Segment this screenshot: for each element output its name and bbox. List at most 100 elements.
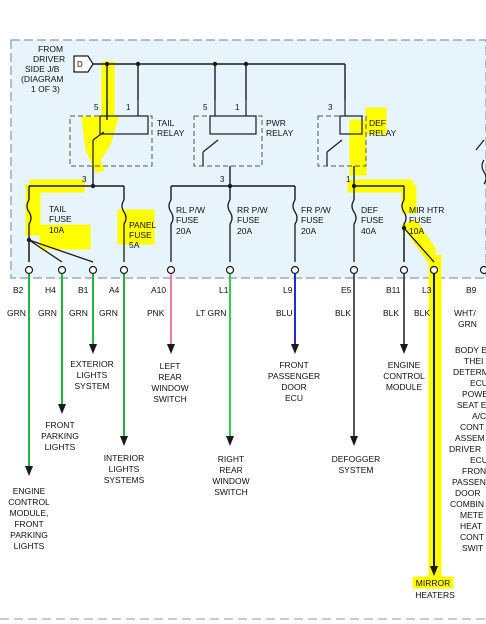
svg-text:CONTROL: CONTROL [8,497,50,507]
svg-text:POWE: POWE [462,389,486,399]
wire-color-labels: GRN GRN GRN GRN PNK LT GRN BLU BLK BLK B… [7,308,477,329]
tail-relay-pin-3: 3 [82,175,87,184]
svg-text:1 OF 3): 1 OF 3) [31,84,60,94]
tail-relay-label-1: TAIL [157,118,175,128]
svg-text:ASSEM: ASSEM [455,433,485,443]
svg-text:FROM: FROM [38,44,63,54]
svg-text:SWITCH: SWITCH [214,487,248,497]
svg-text:SYSTEMS: SYSTEMS [104,475,145,485]
svg-text:FRONT: FRONT [14,519,43,529]
svg-text:FUSE: FUSE [361,215,384,225]
wire-color-l9: BLU [276,308,293,318]
svg-text:DRIVER: DRIVER [33,54,65,64]
svg-text:ENGINE: ENGINE [388,360,421,370]
svg-text:HEAT: HEAT [460,521,482,531]
pin-a4: A4 [109,285,120,295]
svg-text:REAR: REAR [219,465,243,475]
fuse-tail-label: TAIL FUSE 10A [49,204,72,235]
svg-text:FUSE: FUSE [237,215,260,225]
dest-defogger: DEFOGGER SYSTEM [332,454,381,475]
svg-text:HEATERS: HEATERS [415,590,455,600]
svg-text:LIGHTS: LIGHTS [109,464,140,474]
wire-color-b1: GRN [69,308,88,318]
svg-text:10A: 10A [49,225,64,235]
tail-relay: 5 1 TAIL RELAY [69,100,185,167]
output-wires [25,274,438,576]
fuse-junctions [26,225,407,243]
pin-b9: B9 [466,285,477,295]
wire-color-a4: GRN [99,308,118,318]
dest-left-rear-switch: LEFT REAR WINDOW SWITCH [151,361,188,404]
pin-l3: L3 [422,285,432,295]
svg-text:RIGHT: RIGHT [218,454,244,464]
svg-text:SYSTEM: SYSTEM [75,381,110,391]
pin-h4: H4 [45,285,56,295]
svg-text:PASSEN: PASSEN [452,477,486,487]
svg-text:MODULE: MODULE [386,382,423,392]
svg-text:ECU: ECU [470,455,486,465]
svg-text:PANEL: PANEL [129,220,157,230]
svg-text:LEFT: LEFT [160,361,181,371]
svg-text:DOOR: DOOR [281,382,307,392]
svg-text:FRONT: FRONT [279,360,308,370]
svg-text:20A: 20A [301,226,316,236]
svg-text:DETERM: DETERM [453,367,486,377]
svg-text:FR P/W: FR P/W [301,205,331,215]
svg-text:DEFOGGER: DEFOGGER [332,454,381,464]
svg-text:ENGINE: ENGINE [13,486,46,496]
svg-text:RR P/W: RR P/W [237,205,268,215]
pwr-relay-label-1: PWR [266,118,286,128]
svg-text:SYSTEM: SYSTEM [339,465,374,475]
dest-front-passenger-ecu: FRONT PASSENGER DOOR ECU [268,360,320,403]
fuse-fr-label: FR P/W FUSE 20A [301,205,331,236]
svg-text:LIGHTS: LIGHTS [45,442,76,452]
svg-text:BODY E: BODY E [455,345,486,355]
svg-text:REAR: REAR [158,372,182,382]
fuse-mirror-label: MIR HTR FUSE 10A [409,205,444,236]
svg-text:LIGHTS: LIGHTS [14,541,45,551]
tail-relay-label-2: RELAY [157,128,185,138]
wire-color-a10: PNK [147,308,165,318]
pwr-relay-pin-5: 5 [203,103,208,112]
wire-color-l3: BLK [414,308,430,318]
svg-text:DRIVER: DRIVER [449,444,481,454]
svg-text:FRONT: FRONT [45,420,74,430]
tail-relay-pin-5: 5 [94,103,99,112]
dest-body-list-clipped: BODY E THEI DETERM ECU POWE SEAT E A/C C… [449,345,486,553]
svg-text:PARKING: PARKING [41,431,79,441]
svg-text:CONTROL: CONTROL [383,371,425,381]
svg-text:FUSE: FUSE [49,214,72,224]
svg-text:A/C: A/C [472,411,486,421]
svg-text:RL P/W: RL P/W [176,205,205,215]
svg-text:WINDOW: WINDOW [151,383,188,393]
dest-exterior-lights: EXTERIOR LIGHTS SYSTEM [70,359,113,391]
svg-text:METE: METE [460,510,484,520]
svg-text:SIDE J/B: SIDE J/B [25,64,60,74]
svg-text:ECU: ECU [470,378,486,388]
svg-text:5A: 5A [129,240,140,250]
fuse-panel-label: PANEL FUSE 5A [129,220,157,250]
svg-text:MODULE,: MODULE, [10,508,49,518]
pin-l9: L9 [283,285,293,295]
def-relay: 3 DEF RELAY [317,100,397,167]
svg-text:INTERIOR: INTERIOR [104,453,145,463]
relay-output-junctions [90,183,357,189]
svg-text:SWIT: SWIT [462,543,483,553]
svg-text:FRON: FRON [462,466,486,476]
svg-text:COMBIN: COMBIN [450,499,484,509]
source-connector: D [73,55,94,73]
svg-text:SWITCH: SWITCH [153,394,187,404]
svg-text:WINDOW: WINDOW [212,476,249,486]
pin-l1: L1 [219,285,229,295]
feed-bus-junctions [104,61,249,67]
def-relay-label-2: RELAY [369,128,397,138]
svg-text:THEI: THEI [464,356,483,366]
svg-text:FUSE: FUSE [301,215,324,225]
svg-text:PARKING: PARKING [10,530,48,540]
dest-ecm: ENGINE CONTROL MODULE [383,360,425,392]
svg-text:MIRROR: MIRROR [416,578,450,588]
svg-text:20A: 20A [237,226,252,236]
svg-text:ECU: ECU [285,393,303,403]
svg-text:DOOR: DOOR [455,488,481,498]
svg-text:40A: 40A [361,226,376,236]
